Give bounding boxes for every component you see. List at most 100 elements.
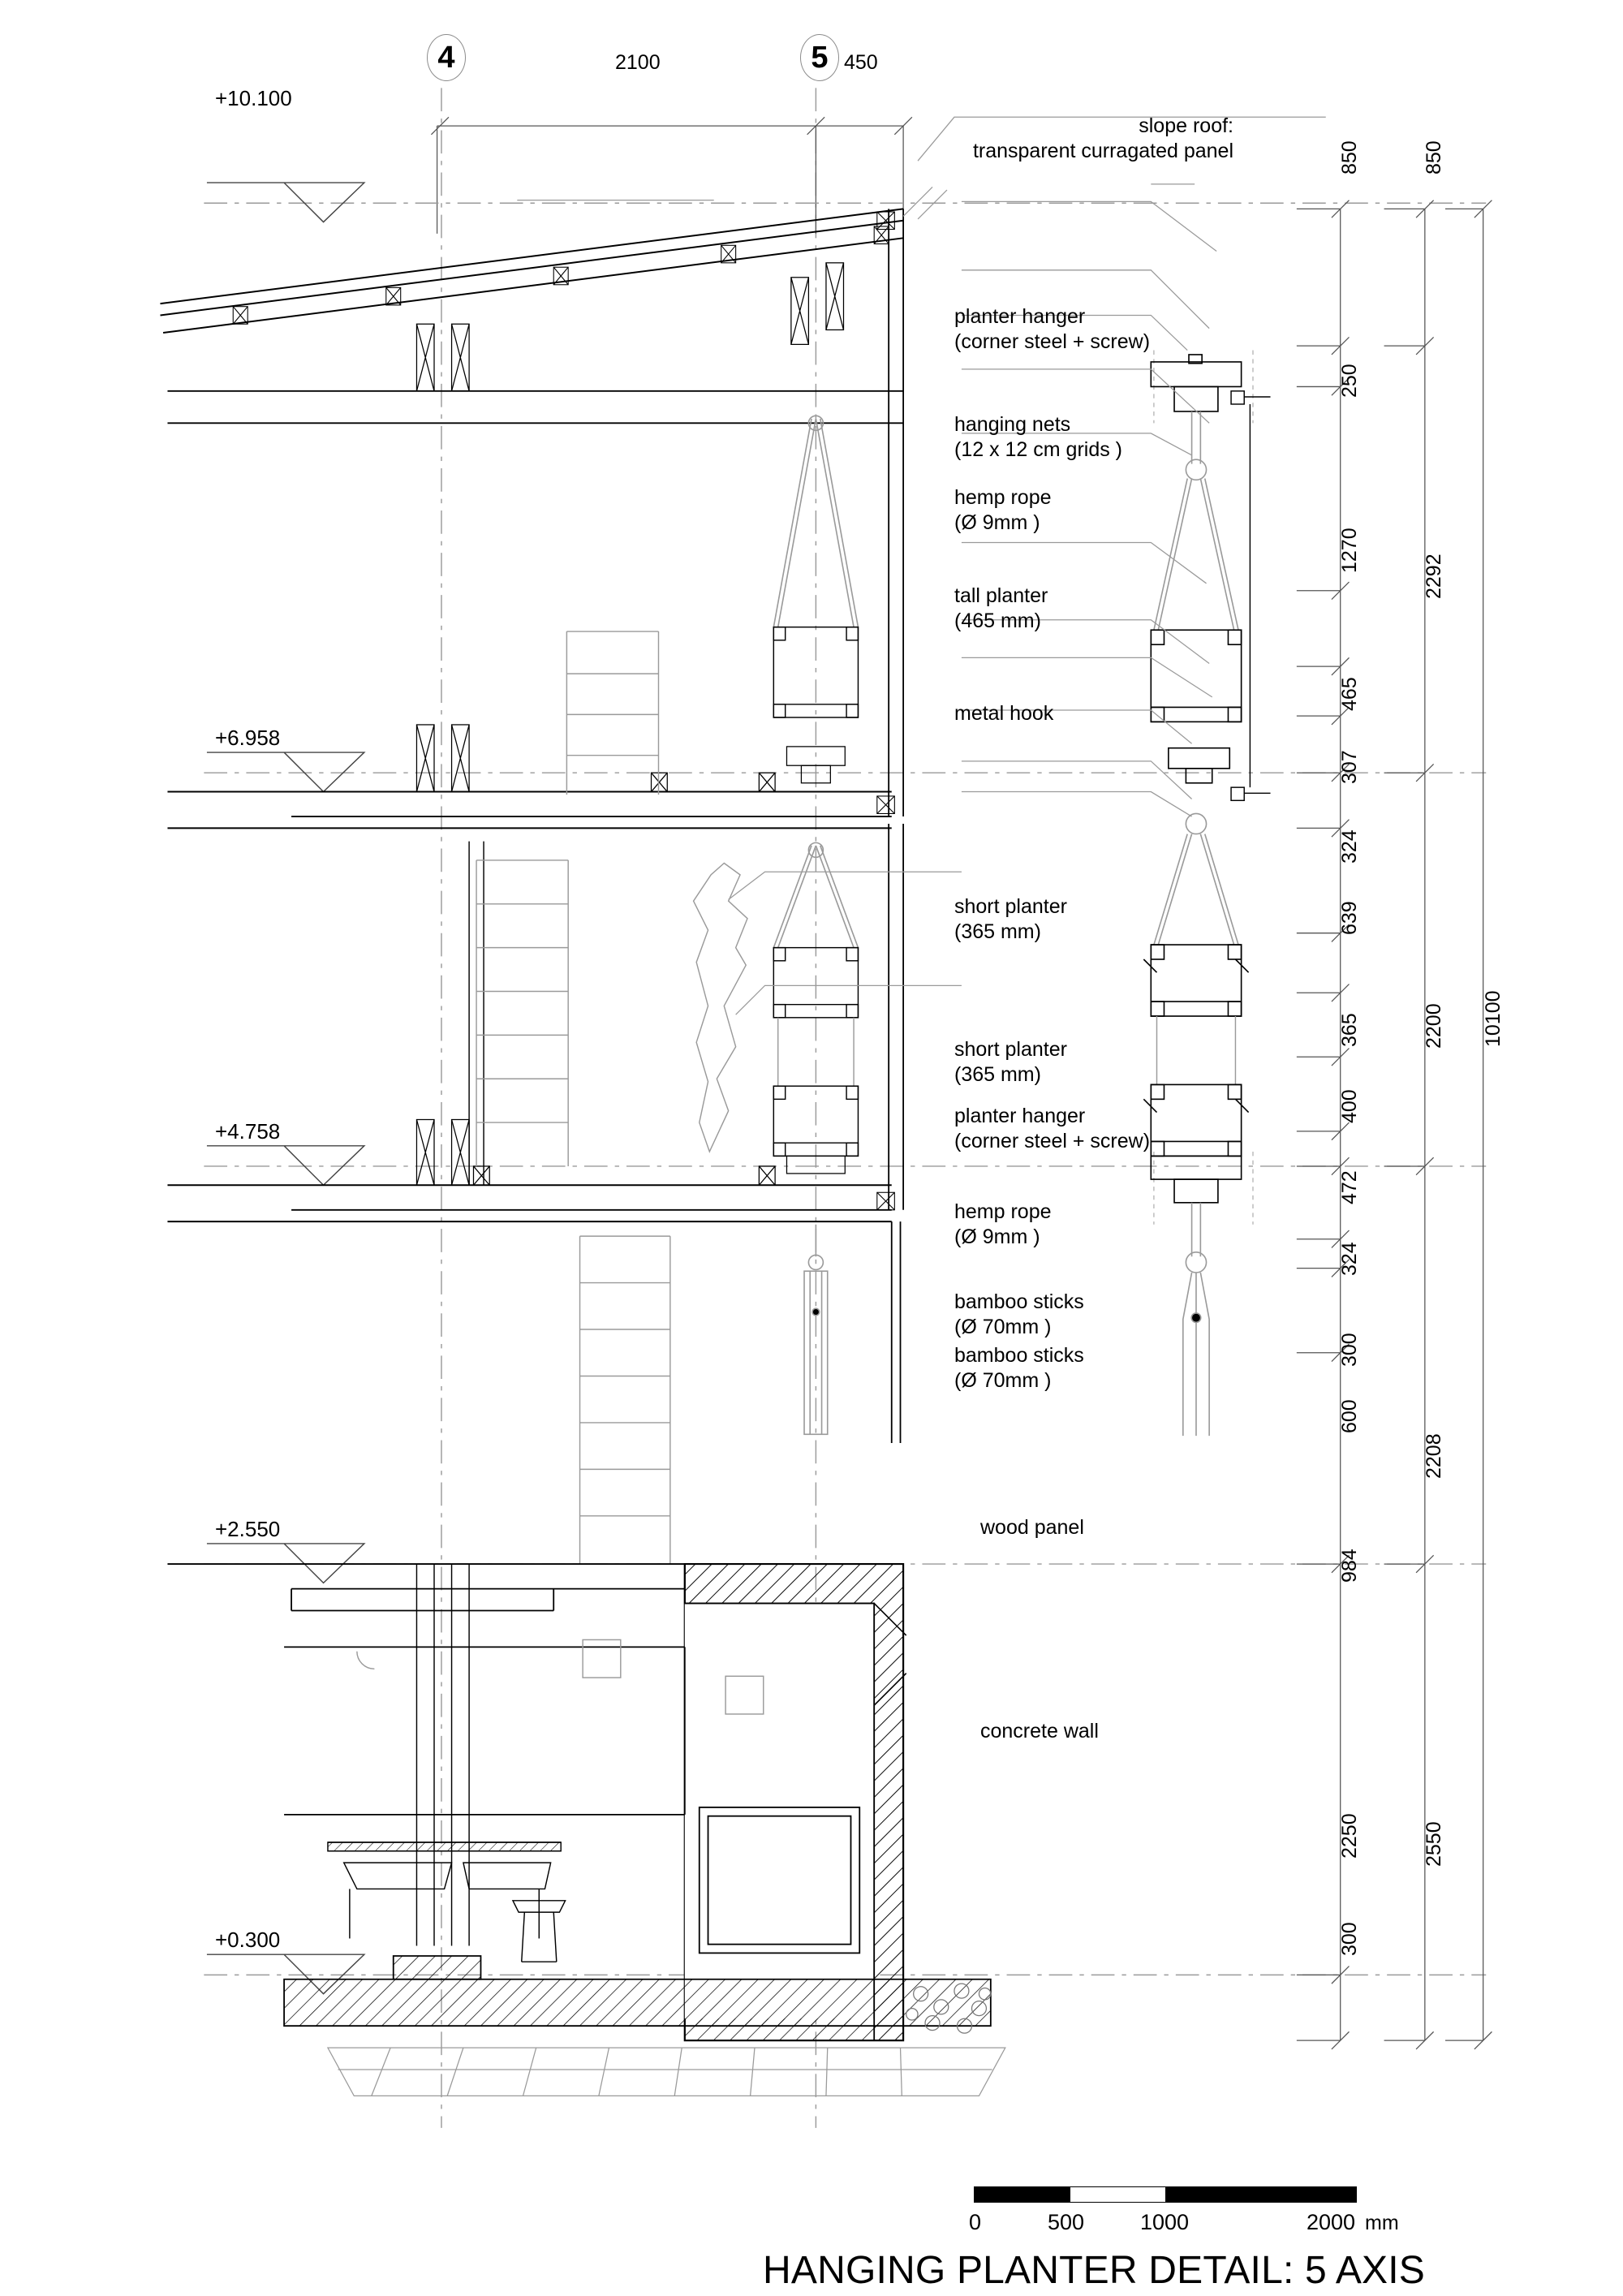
annotation-planter-hanger-1-line1: planter hanger (954, 305, 1086, 328)
annotation-planter-hanger-2: planter hanger (corner steel + screw) (954, 1104, 1150, 1153)
grid-bubble-4: 4 (427, 34, 466, 81)
lower-column (415, 1564, 470, 1946)
annotation-short-planter-1-line1: short planter (954, 895, 1067, 918)
level-flag-markers (206, 182, 366, 1995)
dim-mid-2200: 2200 (1423, 1003, 1445, 1049)
dim-mid-850: 850 (1423, 140, 1445, 174)
level-label-0300-pos: +0.300 (215, 1928, 281, 1952)
concrete-wall-mass (683, 1562, 905, 2042)
annotation-concrete-wall: concrete wall (980, 1719, 1099, 1744)
dim-inner-400: 400 (1338, 1089, 1361, 1123)
dim-outer-10100: 10100 (1482, 990, 1505, 1047)
planter-hanger-section-upper (786, 746, 846, 784)
annotation-planter-hanger-2-line2: (corner steel + screw) (954, 1129, 1151, 1152)
annotation-tall-planter-line2: (465 mm) (954, 609, 1041, 632)
hanging-net-detail-tall (1153, 478, 1239, 631)
grid-bubble-5-label: 5 (811, 40, 829, 75)
dim-inner-465: 465 (1338, 677, 1361, 711)
scale-tick-2000: 2000 (1307, 2210, 1356, 2234)
ladder-lower (579, 1235, 671, 1565)
ladder-upper (566, 631, 660, 795)
paving-below (326, 2047, 1006, 2096)
column-upper (415, 262, 845, 392)
dim-inner-300b: 300 (1338, 1922, 1361, 1956)
dim-inner-984: 984 (1338, 1549, 1361, 1583)
annotation-bamboo-sticks-1: bamboo sticks (Ø 70mm ) (954, 1290, 1084, 1339)
dim-inner-850: 850 (1338, 140, 1361, 174)
annotation-tall-planter: tall planter (465 mm) (954, 584, 1048, 633)
annotation-hemp-rope-1-line2: (Ø 9mm ) (954, 510, 1040, 534)
top-dimension-2100: 2100 (615, 51, 661, 74)
annotation-planter-hanger-2-line1: planter hanger (954, 1105, 1086, 1127)
scale-bar (974, 2186, 1357, 2203)
short-planter-detail-2 (1143, 1083, 1250, 1157)
sheet-title: HANGING PLANTER DETAIL: 5 AXIS (763, 2249, 1425, 2292)
planter-hanger-detail-bottom (1150, 1155, 1242, 1204)
tall-planter-section (773, 626, 859, 718)
concrete-recess (698, 1806, 861, 1954)
annotation-wood-panel: wood panel (980, 1515, 1084, 1540)
side-hook-upper (1230, 390, 1271, 802)
dim-inner-600: 600 (1338, 1399, 1361, 1433)
short-planter-section-1 (773, 946, 859, 1019)
planter-hanger-section-lower (786, 1155, 846, 1174)
grid-bubble-4-label: 4 (437, 40, 455, 75)
hanging-net-upper (773, 415, 859, 627)
dim-mid-2550: 2550 (1423, 1821, 1445, 1867)
lower-storey-outline (167, 1563, 686, 1816)
metal-hook-detail (1168, 747, 1231, 784)
dim-inner-2250: 2250 (1338, 1813, 1361, 1859)
hanging-net-detail-short (1153, 812, 1239, 946)
dim-inner-307: 307 (1338, 750, 1361, 784)
dim-mid-2208: 2208 (1423, 1433, 1445, 1479)
bamboo-sticks-section (803, 1224, 829, 1436)
annotation-bamboo-sticks-1-line1: bamboo sticks (954, 1290, 1084, 1313)
grid-bubble-5: 5 (800, 34, 839, 81)
ladder-mid (476, 859, 569, 1166)
annotation-tall-planter-line1: tall planter (954, 584, 1048, 607)
scale-unit-label: mm (1365, 2212, 1399, 2234)
gravel-fill (906, 1983, 992, 2034)
facade-edge (888, 209, 905, 1444)
annotation-hemp-rope-1: hemp rope (Ø 9mm ) (954, 485, 1052, 535)
annotation-wood-panel-line1: wood panel (980, 1516, 1084, 1539)
scale-tick-500: 500 (1048, 2210, 1085, 2234)
level-label-6958: +6.958 (215, 726, 281, 750)
scale-bar-seg-1000-2000 (1165, 2187, 1356, 2202)
leader-lines (517, 116, 1326, 1015)
scale-tick-0: 0 (969, 2210, 982, 2234)
annotation-hanging-nets-line2: (12 x 12 cm grids ) (954, 437, 1123, 461)
dim-inner-472: 472 (1338, 1170, 1361, 1204)
annotation-bamboo-sticks-2-line1: bamboo sticks (954, 1344, 1084, 1367)
annotation-bamboo-sticks-2-line2: (Ø 70mm ) (954, 1368, 1052, 1392)
slope-roof-assembly (160, 208, 904, 334)
bamboo-sticks-detail (1182, 1272, 1210, 1437)
dim-mid-2292: 2292 (1423, 554, 1445, 599)
dim-inner-1270: 1270 (1338, 528, 1361, 573)
level-label-2550: +2.550 (215, 1517, 281, 1541)
scale-bar-seg-500-1000 (1070, 2187, 1165, 2202)
floor-slab-upper (167, 390, 904, 424)
planter-hanger-detail-top (1150, 354, 1242, 412)
annotation-concrete-wall-line1: concrete wall (980, 1720, 1099, 1742)
scale-tick-1000: 1000 (1140, 2210, 1190, 2234)
dim-inner-324a: 324 (1338, 829, 1361, 864)
tall-planter-detail (1150, 629, 1242, 723)
dim-inner-365: 365 (1338, 1013, 1361, 1047)
annotation-hemp-rope-1-line1: hemp rope (954, 486, 1052, 509)
annotation-short-planter-1-line2: (365 mm) (954, 920, 1041, 943)
hemp-rope-detail-upper (1185, 411, 1208, 481)
annotation-short-planter-2: short planter (365 mm) (954, 1037, 1067, 1087)
floor-slab-mid (167, 790, 892, 829)
human-figure (692, 862, 748, 1153)
level-label-4758: +4.758 (215, 1119, 281, 1144)
interior-room-mid (468, 841, 484, 1186)
dim-ticks-inner (1296, 200, 1492, 2050)
annotation-short-planter-1: short planter (365 mm) (954, 894, 1067, 944)
floor-slab-lower (167, 1184, 892, 1223)
dim-inner-300a: 300 (1338, 1333, 1361, 1367)
annotation-hemp-rope-2-line1: hemp rope (954, 1200, 1052, 1223)
dim-inner-324b: 324 (1338, 1242, 1361, 1276)
